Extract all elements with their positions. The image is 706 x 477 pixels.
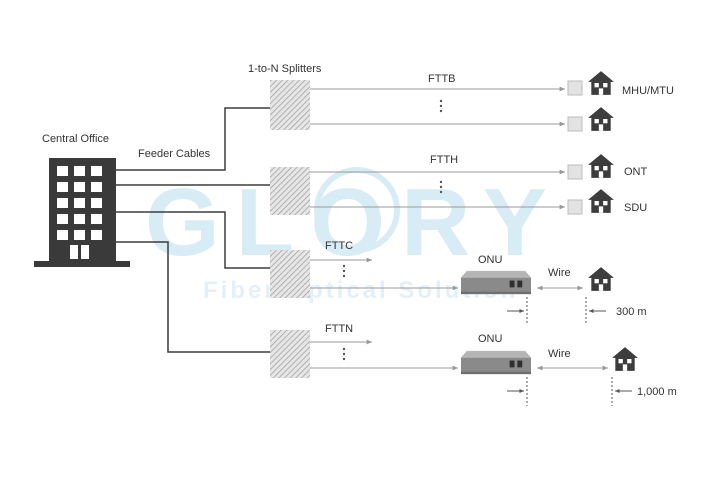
onu-curb-label: ONU — [478, 254, 503, 266]
onu-curb-device-icon — [461, 270, 531, 295]
onu-node-device-icon — [461, 350, 531, 375]
splitters-label: 1-to-N Splitters — [248, 63, 322, 75]
fttn-label: FTTN — [325, 323, 353, 335]
fttc-ellipsis — [342, 264, 346, 278]
fttn-house-icon — [612, 347, 638, 371]
fttb-terminal-2 — [567, 116, 583, 132]
distance-curb-label: 300 m — [616, 306, 647, 318]
globe-icon — [314, 167, 400, 253]
distance-node-label: 1,000 m — [637, 386, 677, 398]
sdu-label: SDU — [624, 202, 647, 214]
fttc-label: FTTC — [325, 240, 353, 252]
mhu-house-icon-2 — [588, 107, 614, 131]
splitter-fttb — [270, 80, 310, 130]
mhu-house-icon — [588, 71, 614, 95]
wire-curb-label: Wire — [548, 267, 571, 279]
onu-node-label: ONU — [478, 333, 503, 345]
splitter-ftth — [270, 167, 310, 215]
splitter-fttc — [270, 250, 310, 298]
central-office-label: Central Office — [42, 133, 109, 145]
ftth-ellipsis — [439, 180, 443, 194]
ftth-terminal-2 — [567, 199, 583, 215]
feeder-cable-fttb — [112, 107, 270, 171]
fttb-terminal-1 — [567, 80, 583, 96]
feeder-cables-label: Feeder Cables — [138, 148, 211, 160]
watermark: GLORY Fiber Optical Solution — [145, 167, 563, 304]
mhu-mtu-label: MHU/MTU — [622, 85, 674, 97]
ftth-terminal-1 — [567, 164, 583, 180]
fttc-house-icon — [588, 267, 614, 291]
fttb-label: FTTB — [428, 73, 456, 85]
ftth-label: FTTH — [430, 154, 458, 166]
fttb-ellipsis — [439, 99, 443, 113]
ont-label: ONT — [624, 166, 648, 178]
sdu-house-icon — [588, 189, 614, 213]
central-office-building-icon — [34, 158, 130, 267]
feeder-cables — [112, 107, 270, 353]
feeder-cable-fttn — [112, 241, 270, 353]
watermark-brand: GLORY — [145, 169, 563, 276]
ont-house-icon — [588, 154, 614, 178]
wire-node-label: Wire — [548, 348, 571, 360]
fttn-ellipsis — [342, 347, 346, 361]
splitter-fttn — [270, 330, 310, 378]
feeder-cable-fttc — [112, 211, 270, 269]
